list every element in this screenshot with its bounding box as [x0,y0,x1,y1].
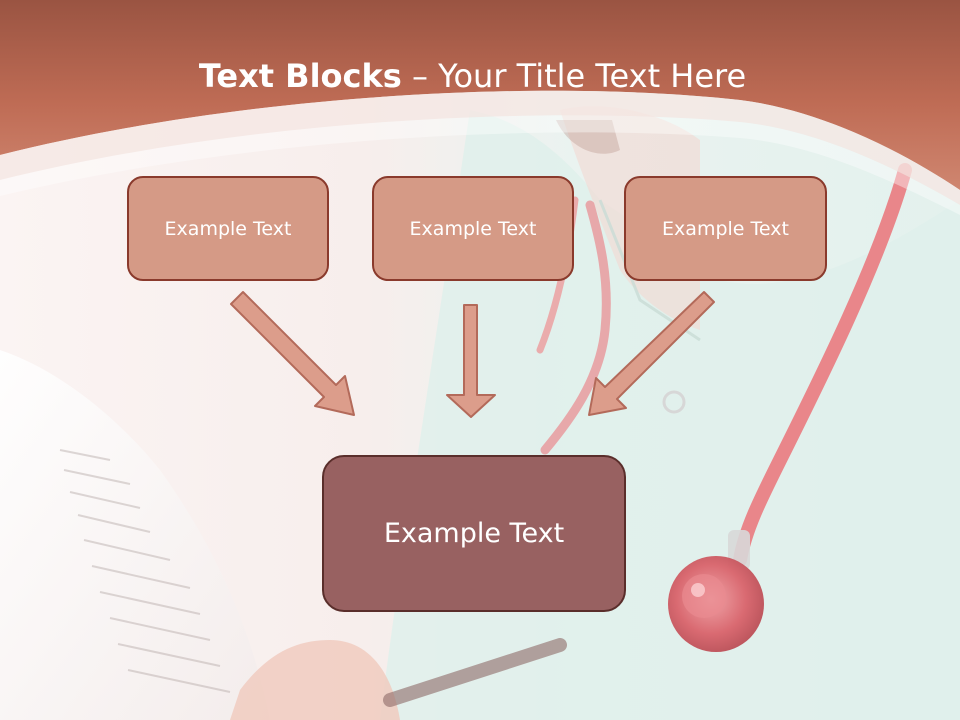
title-dash: – [401,57,439,95]
text-block-left-label: Example Text [164,217,292,240]
text-block-middle-label: Example Text [409,217,537,240]
text-block-result: Example Text [322,455,626,612]
title-rest-part: Your Title Text Here [438,57,747,95]
text-block-right-label: Example Text [662,217,789,240]
text-block-right: Example Text [624,176,827,281]
title-bold-part: Text Blocks [198,57,402,95]
text-block-result-label: Example Text [383,518,565,549]
text-block-left: Example Text [127,176,329,281]
slide-title: Text Blocks – Your Title Text Here [0,54,945,98]
text-block-middle: Example Text [372,176,574,281]
